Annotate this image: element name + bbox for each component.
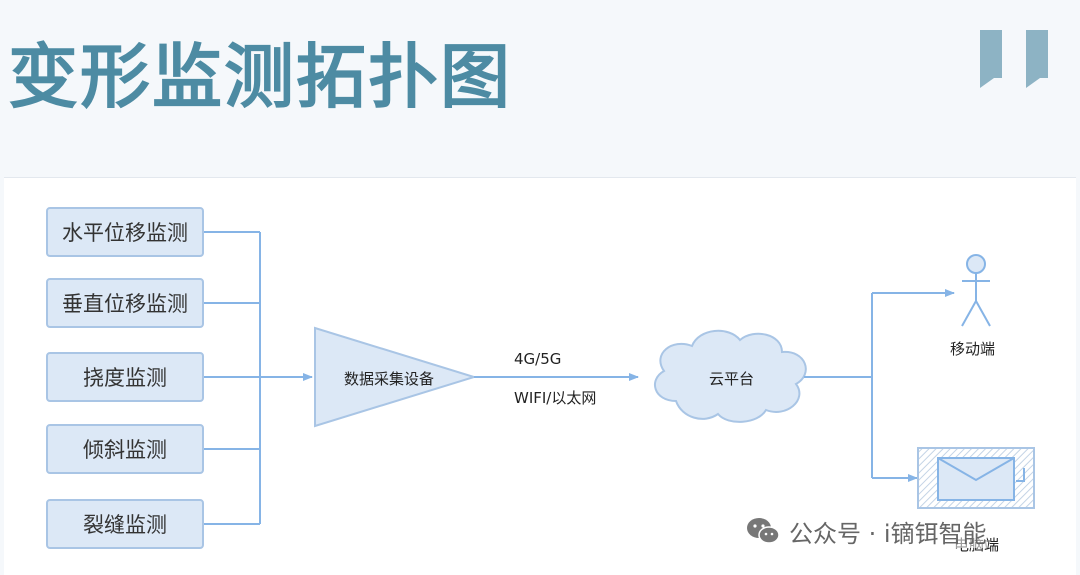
monitor-box-deflection: 挠度监测 (46, 352, 204, 402)
watermark-text: 公众号 · i镝铒智能 (789, 519, 987, 548)
topology-diagram (200, 231, 1035, 525)
monitor-box-vertical: 垂直位移监测 (46, 278, 204, 328)
diagram-panel: 水平位移监测 垂直位移监测 挠度监测 倾斜监测 裂缝监测 数据采集设备 4G/5… (4, 177, 1076, 575)
monitor-connectors (200, 231, 261, 525)
cloud-label: 云平台 (709, 370, 755, 388)
monitor-box-crack: 裂缝监测 (46, 499, 204, 549)
quote-mark-icon (1026, 30, 1048, 88)
link-label-wifi: WIFI/以太网 (514, 389, 597, 407)
device-triangle (314, 326, 478, 428)
device-label: 数据采集设备 (344, 370, 435, 388)
page-title: 变形监测拓扑图 (8, 36, 512, 118)
wechat-icon (747, 518, 780, 544)
watermark: 公众号 · i镝铒智能 (745, 514, 987, 548)
link-label-cellular: 4G/5G (514, 350, 562, 368)
monitor-box-horizontal: 水平位移监测 (46, 207, 204, 257)
computer-icon (917, 447, 1035, 509)
quote-mark-icon (980, 30, 1002, 88)
output-connectors (804, 293, 873, 478)
cloud-shape (653, 329, 807, 423)
monitor-box-tilt: 倾斜监测 (46, 424, 204, 474)
mobile-label: 移动端 (950, 340, 996, 358)
mobile-user-icon (961, 254, 991, 327)
